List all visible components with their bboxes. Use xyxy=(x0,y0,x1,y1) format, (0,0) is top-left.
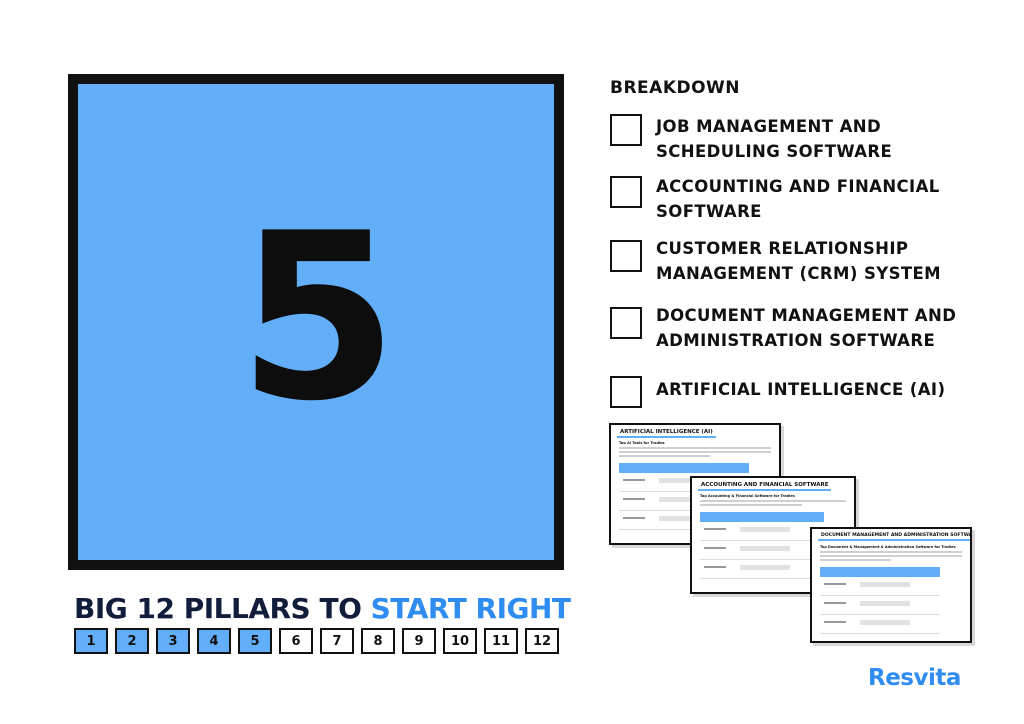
breakdown-item-crm: CUSTOMER RELATIONSHIP MANAGEMENT (CRM) S… xyxy=(610,236,976,286)
breakdown-item-label: CUSTOMER RELATIONSHIP MANAGEMENT (CRM) S… xyxy=(656,239,942,283)
pillar-11: 11 xyxy=(484,628,518,654)
doc-subtitle: Top Document & Management & Administrati… xyxy=(820,545,956,549)
doc-subtitle: Top AI Tools for Tradies xyxy=(619,441,665,445)
breakdown-item-label: DOCUMENT MANAGEMENT AND ADMINISTRATION S… xyxy=(656,306,957,350)
doc-text-lines xyxy=(700,500,846,508)
pillar-7: 7 xyxy=(320,628,354,654)
headline-accent: START RIGHT xyxy=(370,592,571,625)
pillar-3: 3 xyxy=(156,628,190,654)
breakdown-item-label: JOB MANAGEMENT AND SCHEDULING SOFTWARE xyxy=(656,117,893,161)
doc-subtitle: Top Accounting & Financial Software for … xyxy=(700,494,795,498)
doc-table xyxy=(700,512,824,579)
breakdown-item-ai: ARTIFICIAL INTELLIGENCE (AI) xyxy=(610,374,976,408)
breakdown-item-job-management: JOB MANAGEMENT AND SCHEDULING SOFTWARE xyxy=(610,114,976,164)
doc-table xyxy=(820,567,940,634)
breakdown-item-label: ACCOUNTING AND FINANCIAL SOFTWARE xyxy=(656,177,940,221)
breakdown-title: BREAKDOWN xyxy=(610,78,741,98)
pillar-1: 1 xyxy=(74,628,108,654)
checkbox[interactable] xyxy=(610,240,642,272)
doc-preview-document-management: DOCUMENT MANAGEMENT AND ADMINISTRATION S… xyxy=(810,527,972,643)
checkbox[interactable] xyxy=(610,176,642,208)
doc-text-lines xyxy=(820,551,962,563)
breakdown-item-label: ARTIFICIAL INTELLIGENCE (AI) xyxy=(656,380,946,399)
breakdown-item-accounting: ACCOUNTING AND FINANCIAL SOFTWARE xyxy=(610,174,976,224)
pillar-12: 12 xyxy=(525,628,559,654)
pillar-number: 5 xyxy=(237,185,398,452)
pillar-9: 9 xyxy=(402,628,436,654)
checkbox[interactable] xyxy=(610,307,642,339)
doc-title: ACCOUNTING AND FINANCIAL SOFTWARE xyxy=(698,481,832,491)
breakdown-item-document-management: DOCUMENT MANAGEMENT AND ADMINISTRATION S… xyxy=(610,303,976,353)
doc-title: ARTIFICIAL INTELLIGENCE (AI) xyxy=(617,428,716,438)
doc-title: DOCUMENT MANAGEMENT AND ADMINISTRATION S… xyxy=(818,532,970,541)
headline: BIG 12 PILLARS TO START RIGHT xyxy=(74,592,571,625)
checkbox[interactable] xyxy=(610,376,642,408)
resvita-logo: Resvita xyxy=(868,665,961,691)
doc-text-lines xyxy=(619,447,771,459)
pillar-number-panel: 5 xyxy=(68,74,564,570)
pillar-6: 6 xyxy=(279,628,313,654)
pillar-2: 2 xyxy=(115,628,149,654)
headline-main: BIG 12 PILLARS TO xyxy=(74,592,371,625)
pillar-8: 8 xyxy=(361,628,395,654)
pillar-4: 4 xyxy=(197,628,231,654)
pillar-10: 10 xyxy=(443,628,477,654)
pillar-tracker: 1 2 3 4 5 6 7 8 9 10 11 12 xyxy=(74,628,559,654)
pillar-5: 5 xyxy=(238,628,272,654)
checkbox[interactable] xyxy=(610,114,642,146)
doc-table xyxy=(619,463,749,530)
